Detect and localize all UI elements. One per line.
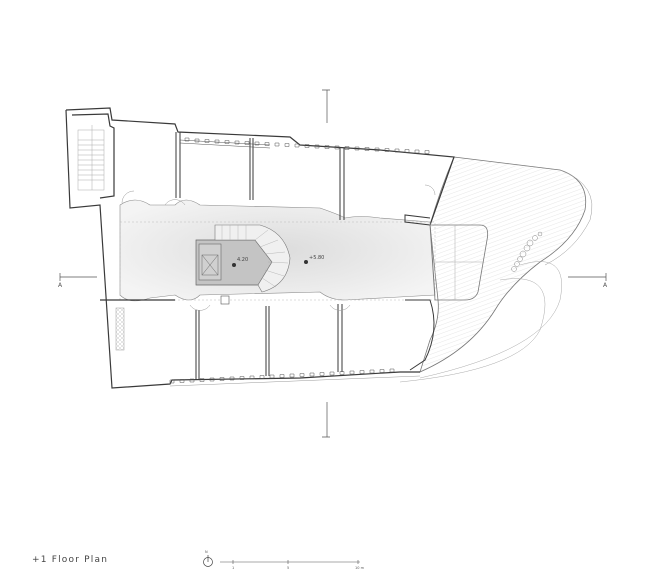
section-label-right: A bbox=[603, 282, 608, 289]
section-label-left: A bbox=[58, 282, 63, 289]
hatched-wall bbox=[115, 307, 125, 351]
stair-left bbox=[77, 125, 105, 191]
exterior-walls bbox=[65, 107, 455, 389]
elevation-label-1: 4.20 bbox=[237, 257, 249, 263]
bottom-facade-windows bbox=[169, 368, 421, 387]
central-core bbox=[195, 224, 291, 305]
spiral-stair bbox=[214, 224, 291, 293]
elevation-marker-2 bbox=[304, 260, 308, 264]
north-label: N bbox=[205, 550, 208, 554]
glass-void bbox=[429, 224, 489, 301]
planter-cluster bbox=[511, 231, 543, 272]
drawing-title: +1 Floor Plan bbox=[32, 555, 109, 565]
door-swings bbox=[121, 184, 436, 311]
scale-bar bbox=[220, 560, 360, 564]
north-arrow-icon bbox=[203, 555, 213, 567]
top-facade-windows bbox=[179, 137, 430, 154]
elevation-label-2: +5.80 bbox=[309, 255, 325, 261]
elevator-shaft bbox=[198, 243, 222, 281]
interior-walls bbox=[100, 132, 435, 380]
scale-tick-5: 5 bbox=[287, 566, 290, 570]
terrace-area bbox=[399, 156, 593, 383]
section-lines bbox=[59, 89, 607, 438]
elevation-marker-1 bbox=[232, 263, 236, 267]
scale-tick-10: 10 m bbox=[355, 566, 364, 570]
scale-tick-1: 1 bbox=[232, 566, 235, 570]
